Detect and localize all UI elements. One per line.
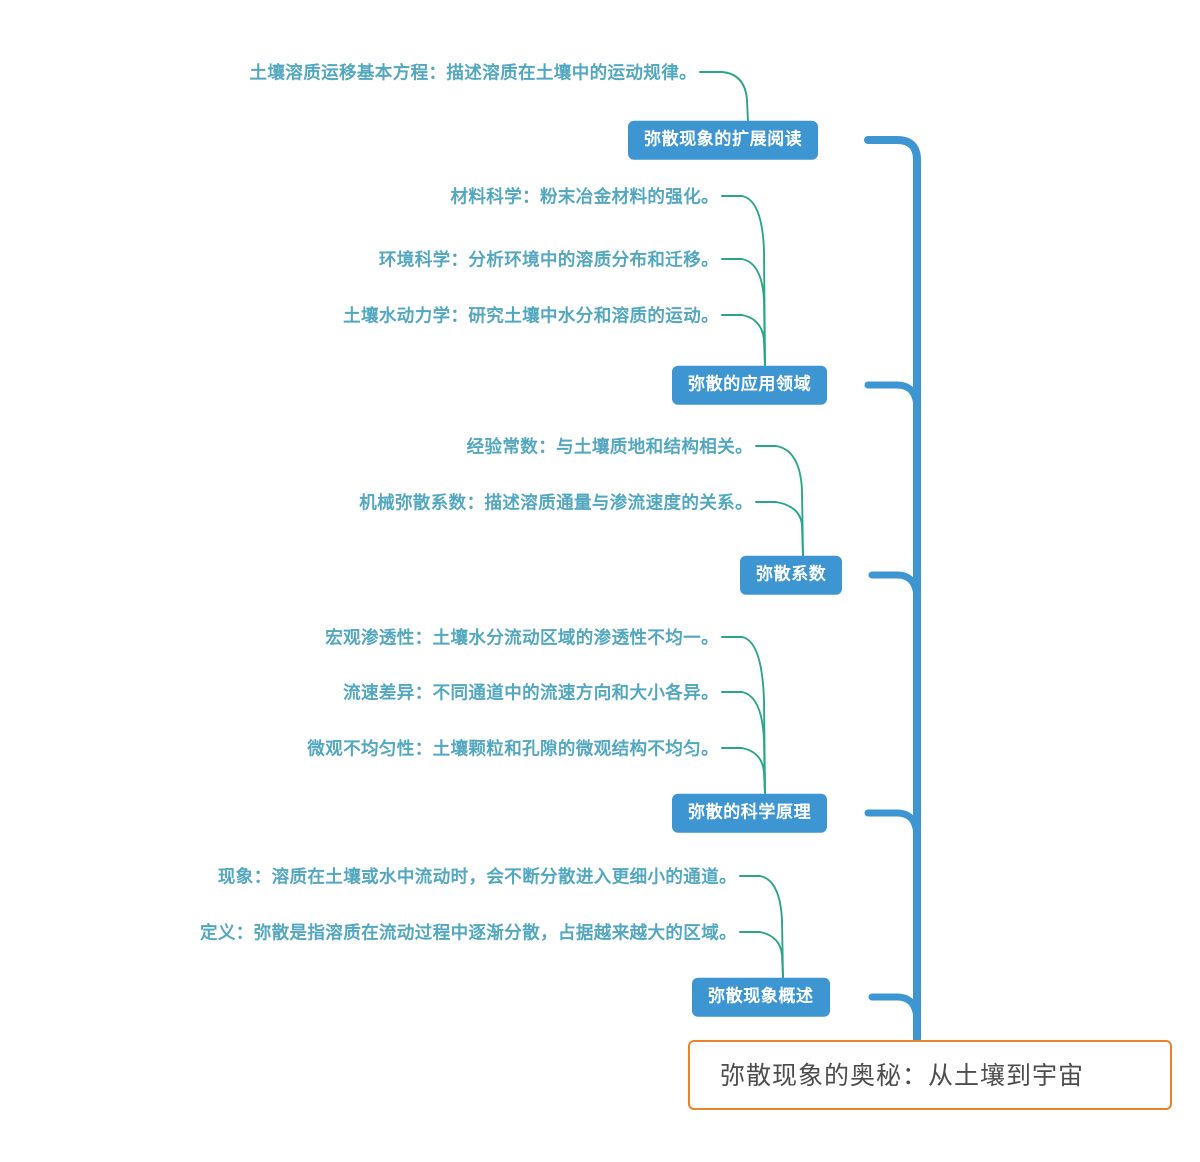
trunk-branch-connectors <box>864 381 921 1026</box>
leaf-connector-2-3 <box>721 314 766 368</box>
leaf-connector-4-1 <box>721 636 766 796</box>
leaf-connector-5-2 <box>739 931 784 979</box>
leaf-label: 微观不均匀性：土壤颗粒和孔隙的微观结构不均匀。 <box>307 738 719 759</box>
leaf-label: 材料科学：粉末冶金材料的强化。 <box>450 186 719 207</box>
leaf-label: 流速差异：不同通道中的流速方向和大小各异。 <box>343 682 719 703</box>
trunk-elbow-3 <box>868 571 921 604</box>
root-node[interactable]: 弥散现象的奥秘：从土壤到宇宙 <box>688 1040 1172 1110</box>
leaf-connector-2-1 <box>721 195 766 368</box>
leaf-label: 宏观渗透性：土壤水分流动区域的渗透性不均一。 <box>325 627 719 648</box>
leaf-connector-5-1 <box>739 875 784 979</box>
leaf-connector-1-1 <box>699 71 749 123</box>
leaf-label: 定义：弥散是指溶质在流动过程中逐渐分散，占据越来越大的区域。 <box>200 922 737 943</box>
leaf-connector-3-2 <box>755 501 804 558</box>
leaf-label: 土壤水动力学：研究土壤中水分和溶质的运动。 <box>343 305 719 326</box>
leaf-label: 现象：溶质在土壤或水中流动时，会不断分散进入更细小的通道。 <box>217 866 737 887</box>
trunk-line <box>864 136 921 1046</box>
branch-node-extended-reading[interactable]: 弥散现象的扩展阅读 <box>628 120 819 160</box>
leaf-connector-3-1 <box>755 445 804 558</box>
trunk-elbow-2 <box>864 381 921 414</box>
leaf-connector-4-3 <box>721 747 766 796</box>
leaf-label: 经验常数：与土壤质地和结构相关。 <box>466 436 753 457</box>
trunk-elbow-5 <box>868 993 921 1026</box>
leaf-connector-2-2 <box>721 258 766 368</box>
leaf-label: 环境科学：分析环境中的溶质分布和迁移。 <box>378 249 719 270</box>
branch-node-overview[interactable]: 弥散现象概述 <box>692 977 830 1017</box>
branch-node-application-fields[interactable]: 弥散的应用领域 <box>672 365 828 405</box>
trunk-elbow-4 <box>864 809 921 842</box>
leaf-label: 机械弥散系数：描述溶质通量与渗流速度的关系。 <box>359 492 753 513</box>
leaf-label: 土壤溶质运移基本方程：描述溶质在土壤中的运动规律。 <box>249 62 697 83</box>
branch-node-scientific-principle[interactable]: 弥散的科学原理 <box>672 793 828 833</box>
leaf-connector-4-2 <box>721 691 766 796</box>
branch-node-dispersion-coefficient[interactable]: 弥散系数 <box>740 555 843 595</box>
